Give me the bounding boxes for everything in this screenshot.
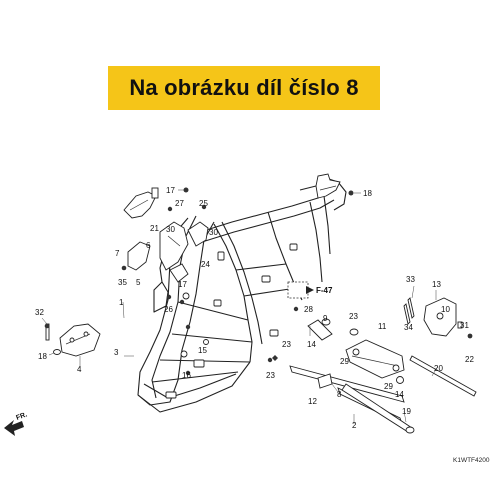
arrow-right-icon [306,286,314,294]
callout-25: 25 [199,199,208,208]
callout-23b: 23 [266,371,275,380]
arrow-left-icon [4,420,24,436]
left-bracket [44,323,101,357]
callout-3: 3 [114,348,119,357]
callouts: 1 2 3 4 5 6 7 8 9 10 11 12 13 14 14 15 1… [35,186,474,430]
callout-16: 16 [182,371,191,380]
callout-6: 6 [146,241,151,250]
callout-28: 28 [304,305,313,314]
callout-8: 8 [337,390,342,399]
callout-17b: 17 [178,280,187,289]
frame-body [137,177,347,413]
callout-27: 27 [175,199,184,208]
callout-22: 22 [465,355,474,364]
callout-35: 35 [118,278,127,287]
callout-14b: 14 [395,390,404,399]
callout-21: 21 [150,224,159,233]
callout-14a: 14 [307,340,316,349]
upper-left-brackets [121,187,209,305]
callout-18b: 18 [363,189,372,198]
callout-31: 31 [460,321,469,330]
callout-23c: 23 [349,312,358,321]
banner-text: Na obrázku díl číslo 8 [129,75,359,100]
leader-lines [41,189,439,424]
callout-34: 34 [404,323,413,332]
callout-5: 5 [136,278,141,287]
callout-26: 26 [164,305,173,314]
callout-30a: 30 [166,225,175,234]
callout-15: 15 [198,346,207,355]
title-banner: Na obrázku díl číslo 8 [108,66,380,110]
diagram-code: K1WTF4200 [453,457,490,464]
callout-12: 12 [308,397,317,406]
callout-4: 4 [77,365,82,374]
callout-7: 7 [115,249,120,258]
callout-19: 19 [402,407,411,416]
callout-30b: 30 [209,228,218,237]
reference-label: F-47 [316,286,333,295]
callout-29a: 29 [340,357,349,366]
fasteners [166,187,354,376]
right-bracket [403,297,473,339]
rear-stay [315,173,341,199]
callout-32: 32 [35,308,44,317]
reference-f47: F-47 [287,281,333,299]
callout-29b: 29 [384,382,393,391]
callout-9: 9 [323,314,328,323]
callout-11: 11 [378,322,387,331]
direction-label: FR. [15,411,28,421]
callout-33: 33 [406,275,415,284]
callout-10: 10 [441,305,450,314]
engine-hanger [345,339,405,379]
callout-24: 24 [201,260,210,269]
callout-2: 2 [352,421,357,430]
callout-1: 1 [119,298,124,307]
callout-20: 20 [434,364,443,373]
callout-18a: 18 [38,352,47,361]
pivot-collars [272,318,359,361]
callout-13: 13 [432,280,441,289]
direction-marker: FR. [4,411,28,436]
callout-17a: 17 [166,186,175,195]
long-bolts [289,355,477,434]
callout-23a: 23 [282,340,291,349]
